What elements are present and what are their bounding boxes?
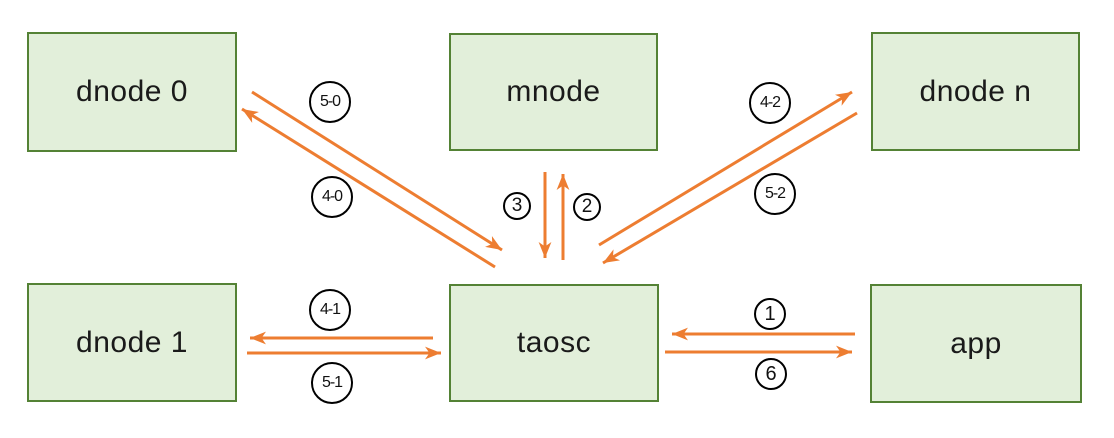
node-dnode-0-label: dnode 0: [76, 75, 188, 108]
node-dnode-1: dnode 1: [27, 283, 237, 402]
edge-label-step-5-0: 5-0: [309, 81, 351, 123]
arrow-dnode-n-to-taosc: [602, 111, 858, 265]
arrow-taosc-to-dnode-0: [241, 107, 496, 269]
arrow-taosc-to-dnode-n: [598, 90, 853, 247]
node-dnode-n-label: dnode n: [919, 74, 1032, 108]
edge-label-step-5-1: 5-1: [311, 362, 353, 404]
node-app-label: app: [950, 326, 1002, 360]
node-mnode-label: mnode: [506, 75, 601, 108]
edge-label-step-4-1: 4-1: [309, 289, 351, 331]
node-app: app: [870, 284, 1082, 403]
edge-label-step-3: 3: [503, 192, 531, 220]
edge-label-step-2: 2: [573, 193, 601, 221]
edge-label-step-5-2: 5-2: [754, 173, 796, 215]
node-mnode: mnode: [449, 33, 658, 151]
edge-label-step-4-0: 4-0: [311, 176, 353, 218]
node-dnode-0: dnode 0: [27, 32, 237, 152]
edge-label-step-1: 1: [754, 298, 786, 330]
edge-label-step-4-2: 4-2: [749, 82, 791, 124]
node-taosc: taosc: [449, 284, 659, 402]
node-dnode-n: dnode n: [871, 32, 1080, 151]
edge-label-step-6: 6: [755, 358, 787, 390]
node-dnode-1-label: dnode 1: [76, 325, 188, 359]
arrow-dnode-0-to-taosc: [251, 90, 503, 252]
node-taosc-label: taosc: [516, 326, 592, 359]
